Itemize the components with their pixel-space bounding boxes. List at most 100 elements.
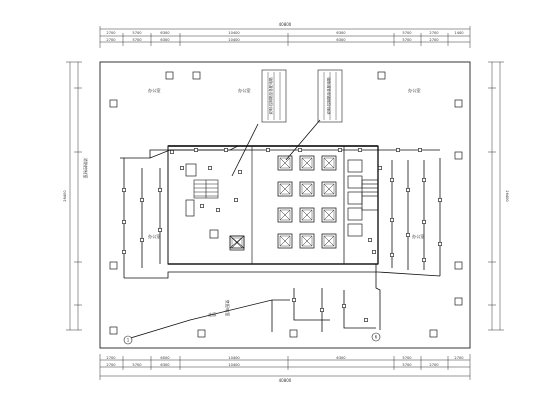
equipment-cabinet — [321, 207, 337, 223]
device-symbol — [216, 208, 220, 212]
top-dim-6: 5700 — [402, 31, 412, 35]
device-symbol — [422, 178, 426, 182]
equipment-cabinet — [321, 155, 337, 171]
device-symbol — [390, 253, 394, 257]
top-inner-dim-3: 6300 — [160, 38, 170, 42]
device-symbol — [378, 166, 382, 170]
device-symbol — [170, 150, 174, 154]
top-dim-3: 6300 — [160, 31, 170, 35]
device-symbol — [406, 233, 410, 237]
device-symbol — [342, 304, 346, 308]
bottom-dim-6: 2700 — [454, 356, 464, 360]
equipment-cabinet — [321, 181, 337, 197]
equipment-cabinet — [299, 207, 315, 223]
device-symbol — [122, 250, 126, 254]
left-overall-dimension: 26400 — [63, 190, 67, 202]
room-label-left-top: 办公室 — [148, 87, 161, 94]
device-symbol — [158, 228, 162, 232]
left-core-boxes — [185, 163, 245, 249]
device-symbol — [140, 198, 144, 202]
bottom-dim-3: 10400 — [228, 356, 240, 360]
top-inner-dim-5: 6300 — [336, 38, 346, 42]
top-inner-dim-7: 2700 — [429, 38, 439, 42]
device-symbol — [234, 198, 238, 202]
top-dim-7: 2700 — [429, 31, 439, 35]
top-inner-dim-1: 2700 — [106, 38, 116, 42]
room-label-lower-left: 走廊 — [208, 311, 216, 318]
bottom-inner-dim-2: 5700 — [132, 363, 142, 367]
room-label-center-top: 办公室 — [238, 87, 251, 94]
room-label-center-bottom: 变配电室 — [224, 300, 231, 317]
equipment-cabinet — [299, 155, 315, 171]
bottom-inner-dim-3: 6300 — [160, 363, 170, 367]
device-symbol — [194, 148, 198, 152]
device-symbol — [422, 220, 426, 224]
top-inner-dim-2: 5700 — [132, 38, 142, 42]
device-symbol — [266, 148, 270, 152]
top-dim-1: 2700 — [106, 31, 116, 35]
bottom-dim-2: 6000 — [160, 356, 170, 360]
device-symbol — [200, 204, 204, 208]
device-symbol — [364, 318, 368, 322]
device-symbol — [396, 148, 400, 152]
bottom-inner-dim-5: 5700 — [402, 363, 412, 367]
device-symbol — [422, 258, 426, 262]
bottom-inner-dim-4: 10400 — [228, 363, 240, 367]
top-dim-5: 6300 — [336, 31, 346, 35]
bottom-dimension-chain — [99, 354, 471, 380]
device-symbol — [368, 238, 372, 242]
device-symbol — [438, 198, 442, 202]
top-dimension-chain — [99, 26, 471, 48]
bottom-inner-dim-6: 2700 — [429, 363, 439, 367]
device-symbol — [140, 238, 144, 242]
device-symbol — [180, 166, 184, 170]
left-side-label: 消防控制室 — [82, 158, 89, 179]
equipment-cabinet — [321, 233, 337, 249]
note-text-left: 说明:控制箱至各配电箱 — [268, 77, 273, 115]
device-symbol — [418, 148, 422, 152]
equipment-cabinet — [299, 181, 315, 197]
right-core-rooms — [347, 159, 379, 237]
right-overall-dimension: 26400 — [505, 190, 509, 202]
top-inner-dim-6: 5700 — [402, 38, 412, 42]
bottom-inner-dim-1: 2700 — [106, 363, 116, 367]
bottom-dim-4: 6300 — [336, 356, 346, 360]
device-symbol — [298, 148, 302, 152]
axis-bubble-bottom-right — [371, 332, 381, 342]
building-outline — [99, 61, 471, 349]
device-symbol — [320, 308, 324, 312]
top-overall-dimension: 40800 — [279, 22, 292, 27]
equipment-cabinet — [277, 207, 293, 223]
device-symbol — [158, 188, 162, 192]
axis-label-bottom-left: 1 — [127, 338, 130, 343]
bottom-overall-dimension: 40800 — [279, 378, 292, 383]
equipment-cabinet-grid — [229, 155, 337, 251]
axis-label-bottom-right: 6 — [375, 335, 378, 340]
device-symbol — [224, 148, 228, 152]
device-symbol — [372, 250, 376, 254]
room-label-left-mid: 办公室 — [148, 233, 161, 240]
note-box-right — [317, 69, 343, 123]
device-symbol — [438, 242, 442, 246]
equipment-cabinet — [277, 155, 293, 171]
device-symbol — [390, 178, 394, 182]
top-dim-4: 10400 — [228, 31, 240, 35]
bottom-dim-5: 5700 — [402, 356, 412, 360]
device-symbol — [122, 188, 126, 192]
equipment-cabinet — [277, 181, 293, 197]
equipment-cabinet — [299, 233, 315, 249]
top-inner-dim-4: 10400 — [228, 38, 240, 42]
bottom-dim-1: 2700 — [106, 356, 116, 360]
right-dimension-chain — [488, 61, 504, 331]
device-symbol — [390, 218, 394, 222]
device-symbol — [406, 188, 410, 192]
structural-columns — [109, 71, 463, 338]
device-symbol — [208, 166, 212, 170]
top-dim-8: 1400 — [454, 31, 464, 35]
axis-bubble-bottom-left — [123, 335, 133, 345]
device-symbol — [122, 220, 126, 224]
core-block — [167, 145, 379, 265]
device-symbol — [358, 148, 362, 152]
